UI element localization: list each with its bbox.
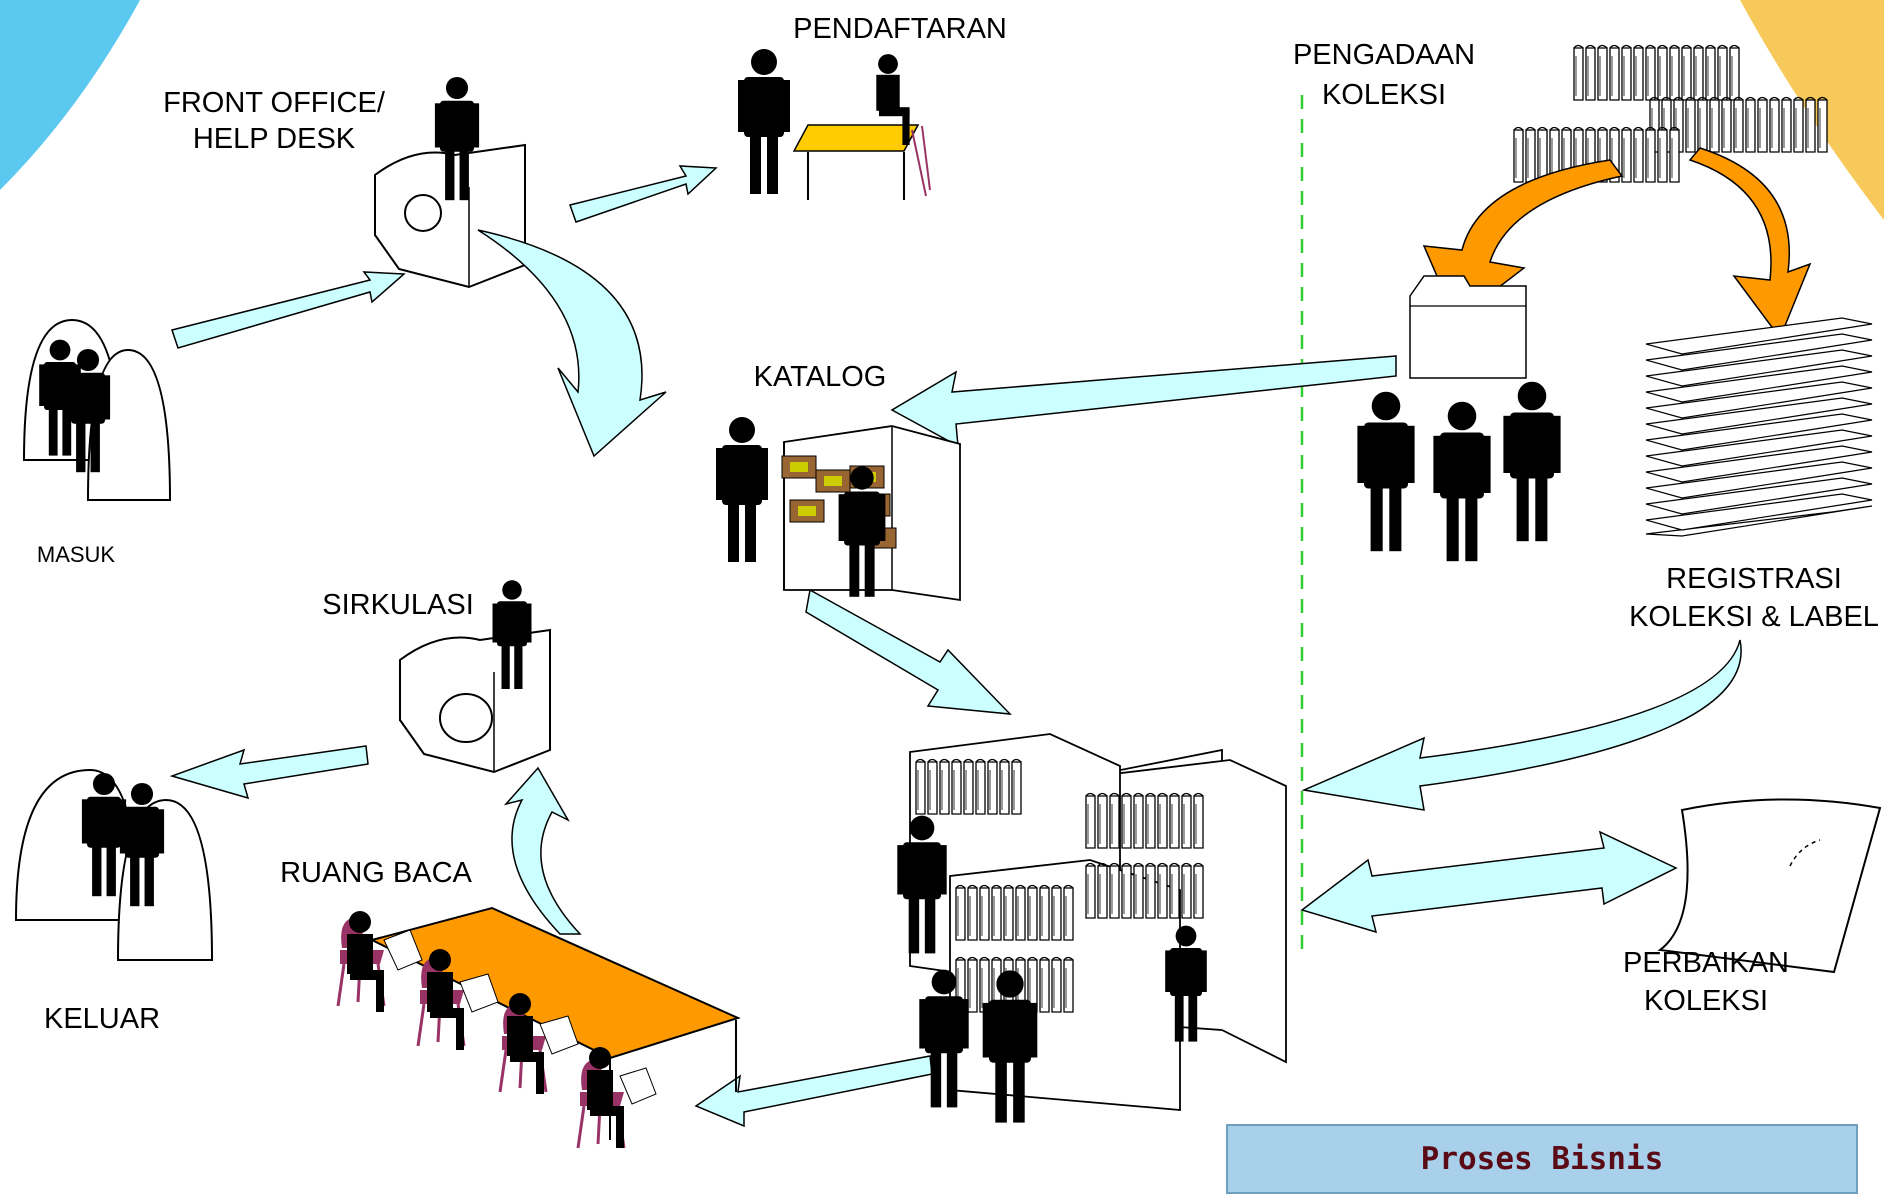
reading-table <box>336 906 741 1150</box>
label-registrasi: REGISTRASI <box>1666 563 1842 595</box>
label-registrasi-koleksi: KOLEKSI & LABEL <box>1629 601 1879 633</box>
label-perbaikan: PERBAIKAN <box>1623 947 1789 979</box>
label-keluar: KELUAR <box>43 1003 161 1035</box>
folder-icon <box>1409 275 1527 379</box>
label-katalog: KATALOG <box>753 361 887 393</box>
label-pengadaan: PENGADAAN <box>1292 39 1476 71</box>
cataloger-people <box>1357 381 1561 562</box>
circulation-desk <box>399 629 551 773</box>
exit-people <box>14 768 214 961</box>
flow-arrows <box>169 165 1742 1128</box>
diagram-title: Proses Bisnis <box>1420 1141 1664 1177</box>
front-office-desk <box>374 144 526 288</box>
label-help-desk: HELP DESK <box>192 123 356 155</box>
paper-stack <box>1645 317 1873 537</box>
label-front-office: FRONT OFFICE/ <box>163 87 385 119</box>
label-perbaikan-koleksi: KOLEKSI <box>1643 985 1769 1017</box>
label-koleksi-pengadaan: KOLEKSI <box>1321 79 1447 111</box>
corner-blue-decoration <box>0 0 140 190</box>
label-pendaftaran: PENDAFTARAN <box>793 13 1007 45</box>
registration-scene <box>738 49 931 200</box>
repair-sheet <box>1657 798 1882 974</box>
label-sirkulasi: SIRKULASI <box>322 589 474 621</box>
label-masuk: MASUK <box>36 542 116 567</box>
title-box: Proses Bisnis <box>1226 1124 1858 1194</box>
entrance-people <box>22 318 172 501</box>
label-ruang-baca: RUANG BACA <box>280 857 472 889</box>
